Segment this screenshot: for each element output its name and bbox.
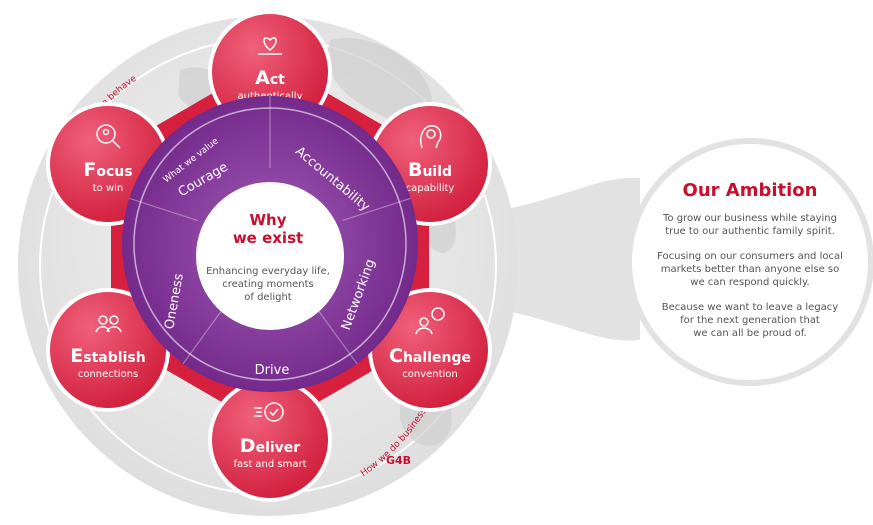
heart-hand-icon [258, 37, 282, 55]
center-disc [196, 182, 344, 330]
magnifier-person-icon [96, 124, 121, 149]
check-motion-icon [254, 402, 284, 422]
ring-divider [182, 305, 226, 365]
petal-circle [212, 382, 328, 498]
petal-subtitle: convention [402, 369, 458, 380]
values-ring-dividers [129, 96, 411, 365]
petal-title: Build [408, 159, 452, 181]
center-text-line3: of delight [244, 292, 292, 303]
ring-divider [314, 305, 358, 365]
head-gear-icon [420, 125, 442, 149]
value-drive: Drive [255, 363, 290, 378]
petal-subtitle: capability [406, 183, 455, 194]
center-text-line1: Enhancing everyday life, [206, 266, 330, 277]
petal-challenge: Challenge convention [368, 288, 492, 412]
center-title-line1: Why [249, 211, 286, 229]
petal-title: Challenge [389, 345, 471, 367]
petal-subtitle: fast and smart [233, 459, 306, 470]
values-ring-inner-line [133, 107, 407, 381]
center-title-line2: we exist [233, 229, 303, 247]
petal-subtitle: to win [93, 183, 124, 194]
ambition-paragraph-3: Because we want to leave a legacy for th… [661, 302, 839, 339]
person-question-icon [415, 307, 445, 335]
ambition-inner-circle [632, 144, 868, 380]
petal-circle [50, 292, 166, 408]
petal-deliver: Deliver fast and smart [208, 378, 332, 502]
petal-title: Act [255, 67, 285, 89]
ambition-paragraph-2: Focusing on our consumers and local mark… [657, 251, 843, 288]
ambition-paragraph-1: To grow our business while staying true … [663, 213, 837, 237]
petal-title: Deliver [240, 435, 300, 457]
g4b-label: G4B [386, 454, 411, 467]
ambition-title: Our Ambition [682, 180, 818, 201]
petal-circle [372, 292, 488, 408]
ring-divider [129, 197, 198, 222]
petal-title: Establish [70, 345, 145, 367]
petal-establish: Establish connections [46, 288, 170, 412]
center-text-line2: creating moments [222, 279, 313, 290]
petal-title: Focus [83, 159, 132, 181]
people-connect-icon [95, 315, 122, 333]
connector-shape [500, 177, 640, 341]
petal-subtitle: connections [78, 369, 138, 380]
ring-divider [342, 197, 411, 222]
